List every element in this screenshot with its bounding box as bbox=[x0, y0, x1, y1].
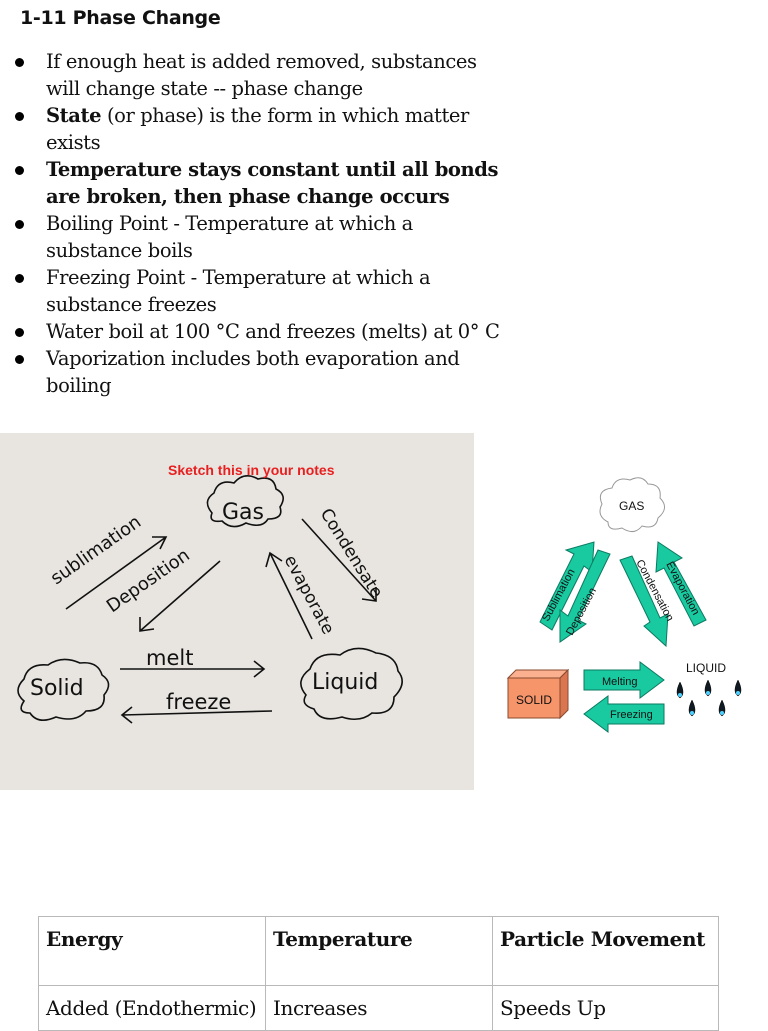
sketch-liquid-label: Liquid bbox=[312, 670, 378, 695]
melt-arrow bbox=[120, 660, 266, 678]
table-header-cell: Temperature bbox=[265, 916, 493, 986]
sublimation-arrow bbox=[539, 541, 595, 631]
bullet-text: Freezing Point - Temperature at which a … bbox=[46, 266, 431, 316]
evaporation-arrow bbox=[655, 541, 707, 627]
bullet-dot bbox=[15, 274, 24, 283]
bullet-dot bbox=[15, 328, 24, 337]
condensate-arrow bbox=[301, 518, 377, 602]
table-cell: Speeds Up bbox=[492, 985, 719, 1031]
list-item: If enough heat is added removed, substan… bbox=[0, 48, 500, 102]
list-item: Temperature stays constant until all bon… bbox=[0, 156, 500, 210]
gas-cloud bbox=[206, 475, 284, 528]
list-item: Freezing Point - Temperature at which a … bbox=[0, 264, 500, 318]
deposition-arrow bbox=[139, 560, 221, 632]
freezing-arrow bbox=[583, 695, 665, 733]
energy-table: Energy Temperature Particle Movement Add… bbox=[38, 916, 719, 1031]
list-item: Water boil at 100 °C and freezes (melts)… bbox=[0, 318, 500, 345]
page-title: 1-11 Phase Change bbox=[20, 7, 221, 29]
sketch-gas-label: Gas bbox=[222, 500, 264, 525]
sketch-deposition-label: Deposition bbox=[103, 545, 194, 617]
phase-diagram: GAS Sublimation Deposition Condensation … bbox=[506, 477, 742, 733]
table-header-cell: Energy bbox=[38, 916, 266, 986]
list-item: Boiling Point - Temperature at which a s… bbox=[0, 210, 500, 264]
sketch-drawing: Gas Solid Liquid sublimation Deposition … bbox=[17, 475, 403, 724]
sketch-condensate-label: Condensate bbox=[316, 505, 387, 602]
bullet-text: Vaporization includes both evaporation a… bbox=[46, 347, 460, 397]
bullet-bold-text: State bbox=[46, 104, 102, 127]
diagram-solid-label: SOLID bbox=[516, 693, 552, 707]
phase-change-sketch-photo: Gas Solid Liquid sublimation Deposition … bbox=[0, 433, 474, 790]
list-item: Vaporization includes both evaporation a… bbox=[0, 345, 500, 399]
bullet-dot bbox=[15, 220, 24, 229]
sketch-melt-label: melt bbox=[146, 646, 193, 670]
bullet-text: Water boil at 100 °C and freezes (melts)… bbox=[46, 320, 500, 343]
table-cell: Added (Endothermic) bbox=[38, 985, 266, 1031]
bullet-dot bbox=[15, 355, 24, 364]
table-header-cell: Particle Movement bbox=[492, 916, 719, 986]
freeze-arrow bbox=[120, 706, 273, 724]
liquid-cloud bbox=[300, 647, 403, 721]
table-cell: Increases bbox=[265, 985, 493, 1031]
sketch-sublimation-label: sublimation bbox=[47, 512, 145, 590]
diagram-freezing-label: Freezing bbox=[610, 709, 653, 721]
bullet-text: Boiling Point - Temperature at which a s… bbox=[46, 212, 413, 262]
diagram-gas-label: GAS bbox=[619, 499, 644, 513]
bullet-dot bbox=[15, 112, 24, 121]
bullet-dot bbox=[15, 166, 24, 175]
sketch-note: Sketch this in your notes bbox=[168, 462, 335, 478]
solid-cloud bbox=[17, 658, 110, 721]
sketch-evaporate-label: evaporate bbox=[280, 552, 338, 638]
sketch-freeze-label: freeze bbox=[166, 690, 231, 714]
bullet-bold-text: Temperature stays constant until all bon… bbox=[46, 158, 499, 208]
gas-cloud bbox=[599, 477, 665, 532]
table-header-row: Energy Temperature Particle Movement bbox=[38, 916, 719, 986]
evaporate-arrow bbox=[265, 551, 313, 640]
table-row: Added (Endothermic) Increases Speeds Up bbox=[38, 985, 719, 1031]
diagram-melting-label: Melting bbox=[602, 676, 637, 688]
bullet-text: (or phase) is the form in which matter e… bbox=[46, 104, 469, 154]
condensation-arrow bbox=[619, 555, 669, 648]
solid-cube bbox=[506, 668, 570, 720]
sketch-solid-label: Solid bbox=[30, 676, 84, 701]
melting-arrow bbox=[583, 661, 665, 699]
bullet-list: If enough heat is added removed, substan… bbox=[0, 48, 500, 399]
diagram-liquid-label: LIQUID bbox=[686, 661, 726, 675]
deposition-arrow bbox=[559, 549, 611, 643]
list-item: State (or phase) is the form in which ma… bbox=[0, 102, 500, 156]
bullet-dot bbox=[15, 58, 24, 67]
bullet-text: If enough heat is added removed, substan… bbox=[46, 50, 477, 100]
sublimation-arrow bbox=[65, 536, 168, 610]
